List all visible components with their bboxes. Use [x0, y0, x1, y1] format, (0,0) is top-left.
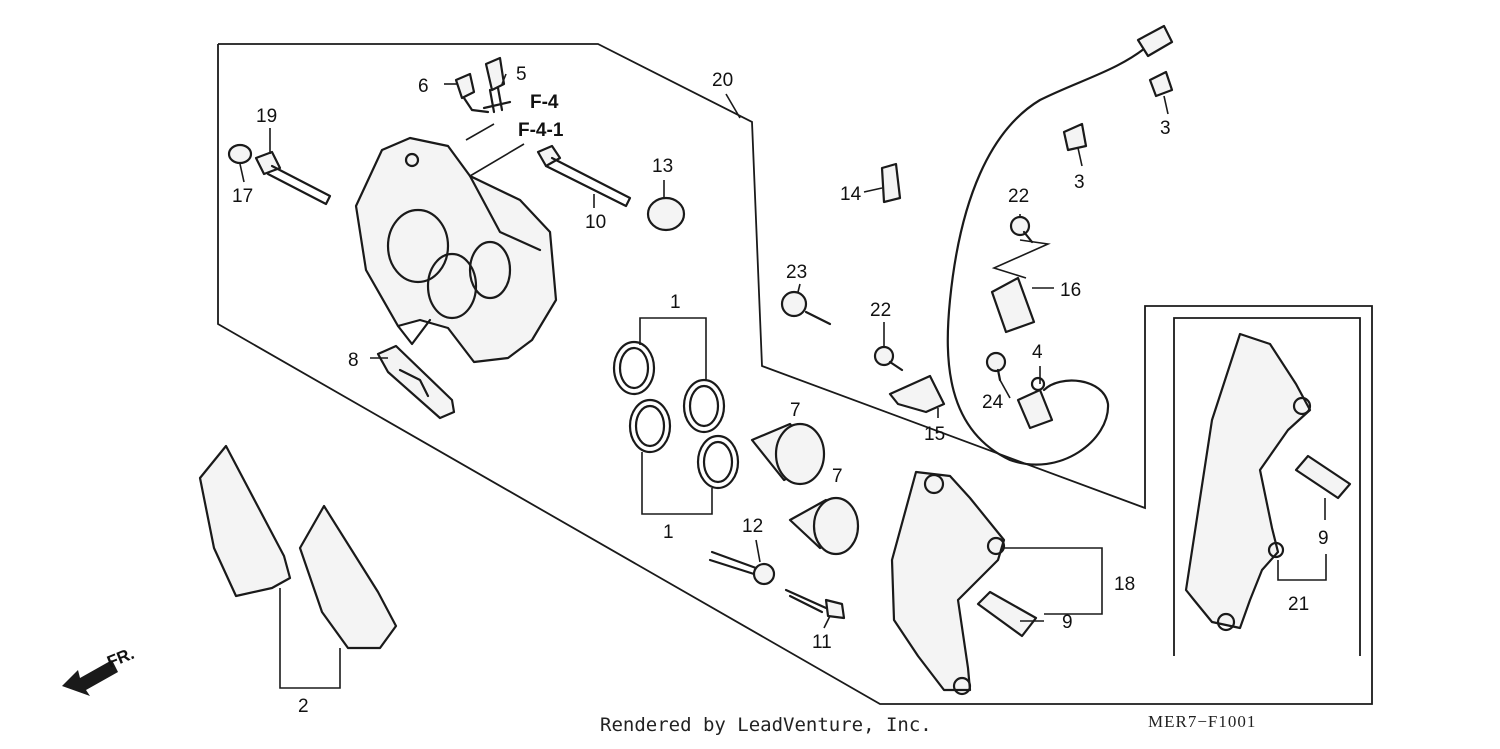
callout-20: 20 — [712, 70, 733, 91]
flange-bolt-22-upper — [1009, 215, 1034, 244]
flange-bolt-24 — [985, 351, 1007, 382]
reference-f4[interactable]: F-4 — [530, 92, 559, 113]
callout-13: 13 — [652, 156, 673, 177]
caliper-assembly-frame — [217, 43, 1373, 705]
pad-pin — [254, 150, 332, 206]
speed-sensor — [1016, 376, 1054, 430]
callout-22-lower: 22 — [870, 300, 891, 321]
front-indicator-label: FR. — [104, 644, 137, 672]
callout-22-upper: 22 — [1008, 186, 1029, 207]
callout-24: 24 — [982, 392, 1004, 413]
callout-7-lower: 7 — [832, 466, 843, 487]
callout-5: 5 — [516, 64, 527, 85]
flange-bolt-23 — [780, 290, 832, 326]
pin-bolt — [536, 144, 632, 208]
leader-lines — [239, 73, 1327, 689]
callout-6: 6 — [418, 76, 429, 97]
callout-9-upper: 9 — [1318, 528, 1329, 549]
callout-23: 23 — [786, 262, 807, 283]
brake-pad-inner — [298, 504, 398, 650]
footer-credit: Rendered by LeadVenture, Inc. — [600, 714, 932, 736]
sensor-wire — [946, 42, 1152, 466]
wire-clamp-upper — [1148, 70, 1174, 98]
bracket-bolt-12 — [708, 550, 776, 586]
callout-15: 15 — [924, 424, 945, 445]
reference-f4-1[interactable]: F-4-1 — [518, 120, 564, 141]
callout-3-lower: 3 — [1074, 172, 1085, 193]
callout-1-top: 1 — [670, 292, 681, 313]
diagram-code: MER7−F1001 — [1148, 712, 1257, 731]
callout-16: 16 — [1060, 280, 1081, 301]
callout-11: 11 — [812, 632, 832, 653]
bleed-screw — [482, 56, 512, 114]
stay-15 — [888, 374, 946, 414]
caliper-bracket-21 — [1184, 332, 1312, 632]
callout-9-lower: 9 — [1062, 612, 1073, 633]
callout-8: 8 — [348, 350, 359, 371]
callout-18: 18 — [1114, 574, 1135, 595]
callout-21: 21 — [1288, 594, 1309, 615]
callout-19: 19 — [256, 106, 277, 127]
flange-bolt-22-lower — [873, 345, 904, 372]
caliper-piston-upper — [750, 422, 826, 486]
bleed-cap — [454, 72, 490, 114]
callout-3-top: 3 — [1160, 118, 1171, 139]
callout-1-bottom: 1 — [663, 522, 674, 543]
brake-pad-outer — [198, 444, 292, 598]
pad-spring — [376, 344, 456, 420]
callout-14: 14 — [840, 184, 862, 205]
callout-2: 2 — [298, 696, 309, 717]
callout-17: 17 — [232, 186, 253, 207]
caliper-bracket — [890, 470, 1006, 696]
callout-12: 12 — [742, 516, 763, 537]
pin-plug — [646, 196, 686, 232]
piston-seals — [612, 340, 740, 490]
callout-10: 10 — [585, 212, 606, 233]
callout-4: 4 — [1032, 342, 1043, 363]
callout-7-upper: 7 — [790, 400, 801, 421]
caliper-piston-lower — [788, 496, 860, 556]
bracket-bolt-11 — [784, 588, 846, 620]
cord-clip-14 — [880, 162, 902, 204]
sensor-connector — [1136, 24, 1174, 58]
pad-retainer-9-upper — [1294, 454, 1352, 500]
pad-retainer-9-lower — [976, 590, 1038, 638]
wire-clamp-lower — [1062, 122, 1088, 152]
pad-pin-plug — [227, 143, 253, 165]
bracket-inset-frame — [1173, 317, 1361, 656]
front-arrow-icon: FR. — [62, 644, 137, 696]
caliper-body — [354, 136, 558, 364]
stay-16 — [990, 276, 1036, 334]
